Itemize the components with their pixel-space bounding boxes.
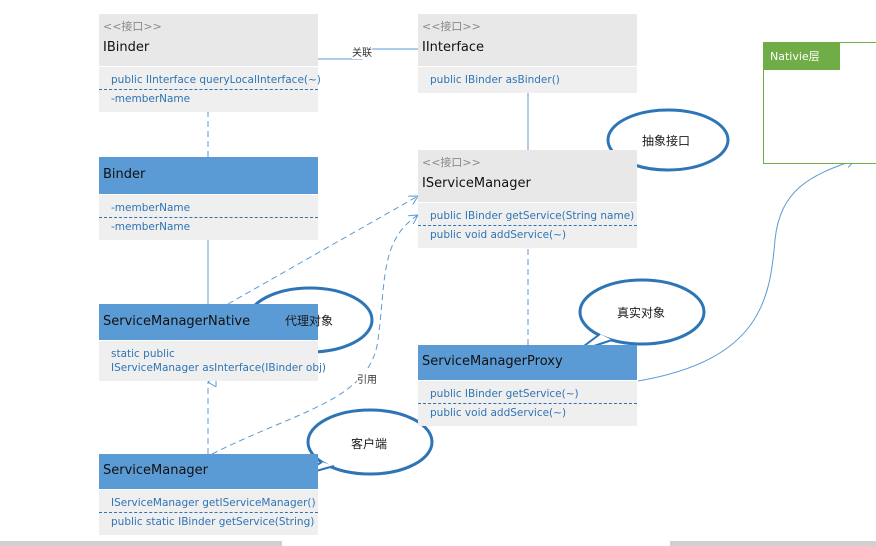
association-label: 关联 xyxy=(352,44,372,59)
smp-native-link xyxy=(637,160,855,382)
smn-ism-realization xyxy=(227,196,418,305)
callout-client-text: 客户端 xyxy=(351,437,388,451)
method-row: public static IBinder getService(String) xyxy=(111,516,315,528)
stereotype-label: <<接口>> xyxy=(422,156,481,169)
stereotype-label: <<接口>> xyxy=(103,20,162,33)
callout-real-text: 真实对象 xyxy=(617,306,666,320)
reference-label: 引用 xyxy=(357,371,377,386)
field-row: -memberName xyxy=(99,199,318,218)
method-row: public void addService(~) xyxy=(430,407,567,419)
stereotype-label: <<接口>> xyxy=(422,20,481,33)
class-name: IServiceManager xyxy=(422,176,531,191)
class-name: Binder xyxy=(103,167,146,182)
class-name: IBinder xyxy=(103,40,150,55)
class-ibinder: <<接口>> IBinder public IInterface queryLo… xyxy=(99,14,321,112)
class-servicemanagernative: ServiceManagerNative static public IServ… xyxy=(99,304,327,381)
class-name: ServiceManager xyxy=(103,463,209,478)
method-row: IServiceManager getIServiceManager() xyxy=(99,494,318,513)
class-name: ServiceManagerNative xyxy=(103,314,251,329)
class-name: IInterface xyxy=(422,40,485,55)
method-row: public IBinder getService(String name) xyxy=(418,207,637,226)
native-layer-box: Nativie层 xyxy=(763,42,876,164)
sm-ism-reference xyxy=(211,215,418,455)
callout-real xyxy=(575,278,706,353)
field-row: -memberName xyxy=(111,93,191,105)
class-servicemanagerproxy: ServiceManagerProxy public IBinder getSe… xyxy=(418,345,637,426)
field-row: -memberName xyxy=(111,221,191,233)
method-row: public IBinder asBinder() xyxy=(430,74,560,86)
callout-proxy-text: 代理对象 xyxy=(285,314,334,328)
method-row: static public IServiceManager asInterfac… xyxy=(111,348,327,374)
callout-abstract-text: 抽象接口 xyxy=(642,134,691,148)
class-servicemanager: ServiceManager IServiceManager getIServi… xyxy=(99,454,318,535)
bottom-scroll-gap xyxy=(282,541,670,546)
method-row: public void addService(~) xyxy=(430,229,567,241)
native-layer-title: Nativie层 xyxy=(764,43,840,70)
class-binder: Binder -memberName -memberName xyxy=(99,157,318,240)
class-name: ServiceManagerProxy xyxy=(422,354,563,369)
class-iservicemanager: <<接口>> IServiceManager public IBinder ge… xyxy=(418,150,637,248)
method-row: public IInterface queryLocalInterface(~) xyxy=(99,71,321,90)
class-iinterface: <<接口>> IInterface public IBinder asBinde… xyxy=(418,14,637,93)
method-row: public IBinder getService(~) xyxy=(418,385,637,404)
